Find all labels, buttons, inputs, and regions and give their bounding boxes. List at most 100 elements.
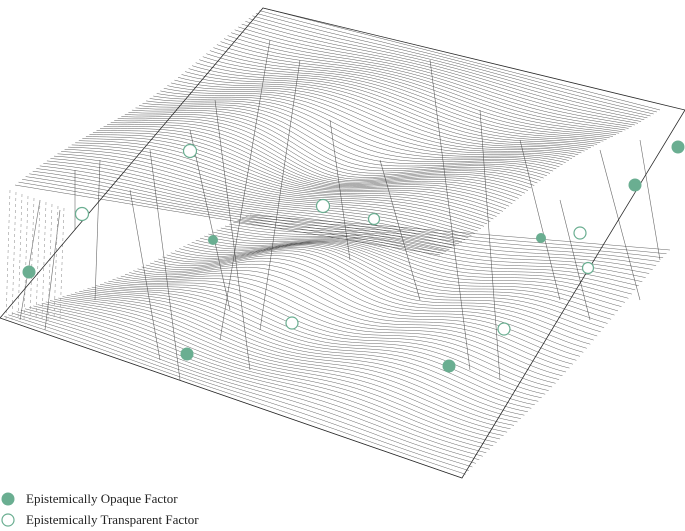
transparent-factor-marker — [573, 226, 587, 240]
upper-contour-line — [220, 41, 623, 132]
base-outline-polygon — [0, 7, 685, 479]
upper-contour-line — [96, 130, 513, 204]
opaque-factor-marker — [442, 359, 456, 373]
legend-label-transparent: Epistemically Transparent Factor — [26, 512, 199, 527]
upper-contour-line — [78, 140, 497, 217]
upper-contour-line — [89, 134, 507, 210]
upper-contour-line — [57, 153, 478, 232]
lower-contour-line — [174, 245, 608, 324]
upper-contour-line — [195, 62, 601, 143]
upper-contour-line — [167, 85, 576, 157]
lower-contour-line — [191, 242, 622, 307]
opaque-factor-marker — [536, 233, 546, 243]
upper-contour-line — [110, 122, 525, 194]
upper-contour-line — [14, 184, 441, 256]
lower-contour-line — [99, 283, 546, 395]
upper-contour-line — [85, 136, 503, 212]
upper-contour-line — [36, 168, 459, 245]
drop-line — [329, 119, 351, 261]
lower-contour-line — [20, 309, 480, 461]
lower-contour-line — [129, 272, 570, 369]
hollow-circle-icon — [1, 513, 15, 527]
upper-contour-line — [248, 18, 648, 119]
upper-contour-line — [121, 116, 535, 186]
upper-contour-line — [174, 79, 582, 154]
lower-contour-line — [104, 282, 549, 391]
upper-contour-line — [53, 155, 475, 234]
lower-contour-line — [133, 269, 573, 365]
upper-contour-line — [46, 160, 469, 238]
dashed-drop-line — [41, 201, 47, 321]
legend-label-opaque: Epistemically Opaque Factor — [26, 491, 178, 506]
drop-line — [259, 59, 301, 331]
upper-contour-line — [61, 151, 481, 229]
dashed-drop-line — [5, 189, 11, 321]
lower-contour-line — [79, 291, 528, 413]
lower-contour-line — [108, 280, 553, 388]
lower-contour-line — [216, 229, 643, 282]
lower-contour-line — [45, 301, 501, 440]
upper-contour-line — [234, 29, 635, 126]
lower-contour-line — [54, 299, 508, 433]
lower-contour-line — [249, 214, 671, 251]
opaque-factor-marker — [628, 178, 642, 192]
lower-contour-line — [29, 307, 487, 454]
dashed-drop-line — [53, 205, 59, 321]
upper-contour-line — [142, 103, 554, 172]
drop-line — [379, 159, 421, 301]
drop-line — [214, 99, 251, 371]
legend: Epistemically Opaque Factor Epistemicall… — [0, 488, 400, 530]
upper-contour-line — [64, 149, 485, 227]
lower-contour-line — [62, 296, 515, 426]
upper-contour-line — [231, 32, 632, 127]
vertical-drop-lines — [5, 39, 661, 381]
lower-contour-line — [74, 292, 525, 416]
legend-item-transparent: Epistemically Transparent Factor — [0, 511, 199, 529]
upper-contour-line — [185, 71, 591, 148]
transparent-factor-marker — [581, 261, 595, 275]
transparent-factor-marker — [285, 316, 299, 330]
lower-contour-line — [33, 305, 490, 450]
lower-contour-line — [116, 277, 560, 380]
upper-contour-line — [241, 23, 642, 122]
upper-contour-line — [245, 21, 645, 120]
upper-contour-line — [39, 165, 463, 243]
opaque-factor-marker — [22, 265, 36, 279]
upper-contour-line — [149, 98, 560, 167]
lower-contour-line — [187, 242, 619, 312]
upper-contour-line — [206, 53, 610, 139]
upper-contour-line — [181, 74, 588, 150]
upper-contour-line — [255, 12, 654, 115]
upper-contour-line — [238, 26, 639, 124]
lower-contour-line — [170, 246, 605, 328]
upper-contour-line — [29, 173, 453, 249]
upper-contour-line — [262, 7, 661, 111]
upper-contour-line — [43, 163, 466, 241]
lower-contour-line — [241, 218, 664, 258]
transparent-factor-marker — [74, 206, 90, 222]
dashed-drop-line — [17, 193, 23, 321]
drop-line — [599, 149, 641, 301]
upper-contour-line — [138, 105, 551, 174]
drop-line — [149, 149, 181, 381]
upper-contour-line — [114, 120, 529, 191]
upper-contour-line — [188, 68, 595, 147]
upper-contour-line — [75, 142, 494, 220]
lower-contour-line — [237, 220, 660, 262]
drop-line — [519, 139, 561, 301]
upper-contour-line — [92, 132, 510, 207]
dashed-drop-line — [35, 199, 41, 321]
drop-line — [19, 199, 41, 321]
lower-contour-line — [179, 244, 612, 320]
transparent-factor-marker — [497, 322, 511, 336]
upper-contour-line — [216, 44, 620, 134]
lower-contour-line — [8, 314, 469, 471]
lower-contour-line — [245, 216, 667, 255]
lower-contour-line — [58, 297, 511, 430]
drop-line — [94, 159, 101, 301]
upper-contour-line — [124, 114, 538, 184]
upper-contour-line — [22, 179, 447, 252]
upper-contour-line — [82, 138, 500, 215]
upper-contour-line — [227, 35, 629, 129]
upper-contour-line — [192, 65, 598, 145]
